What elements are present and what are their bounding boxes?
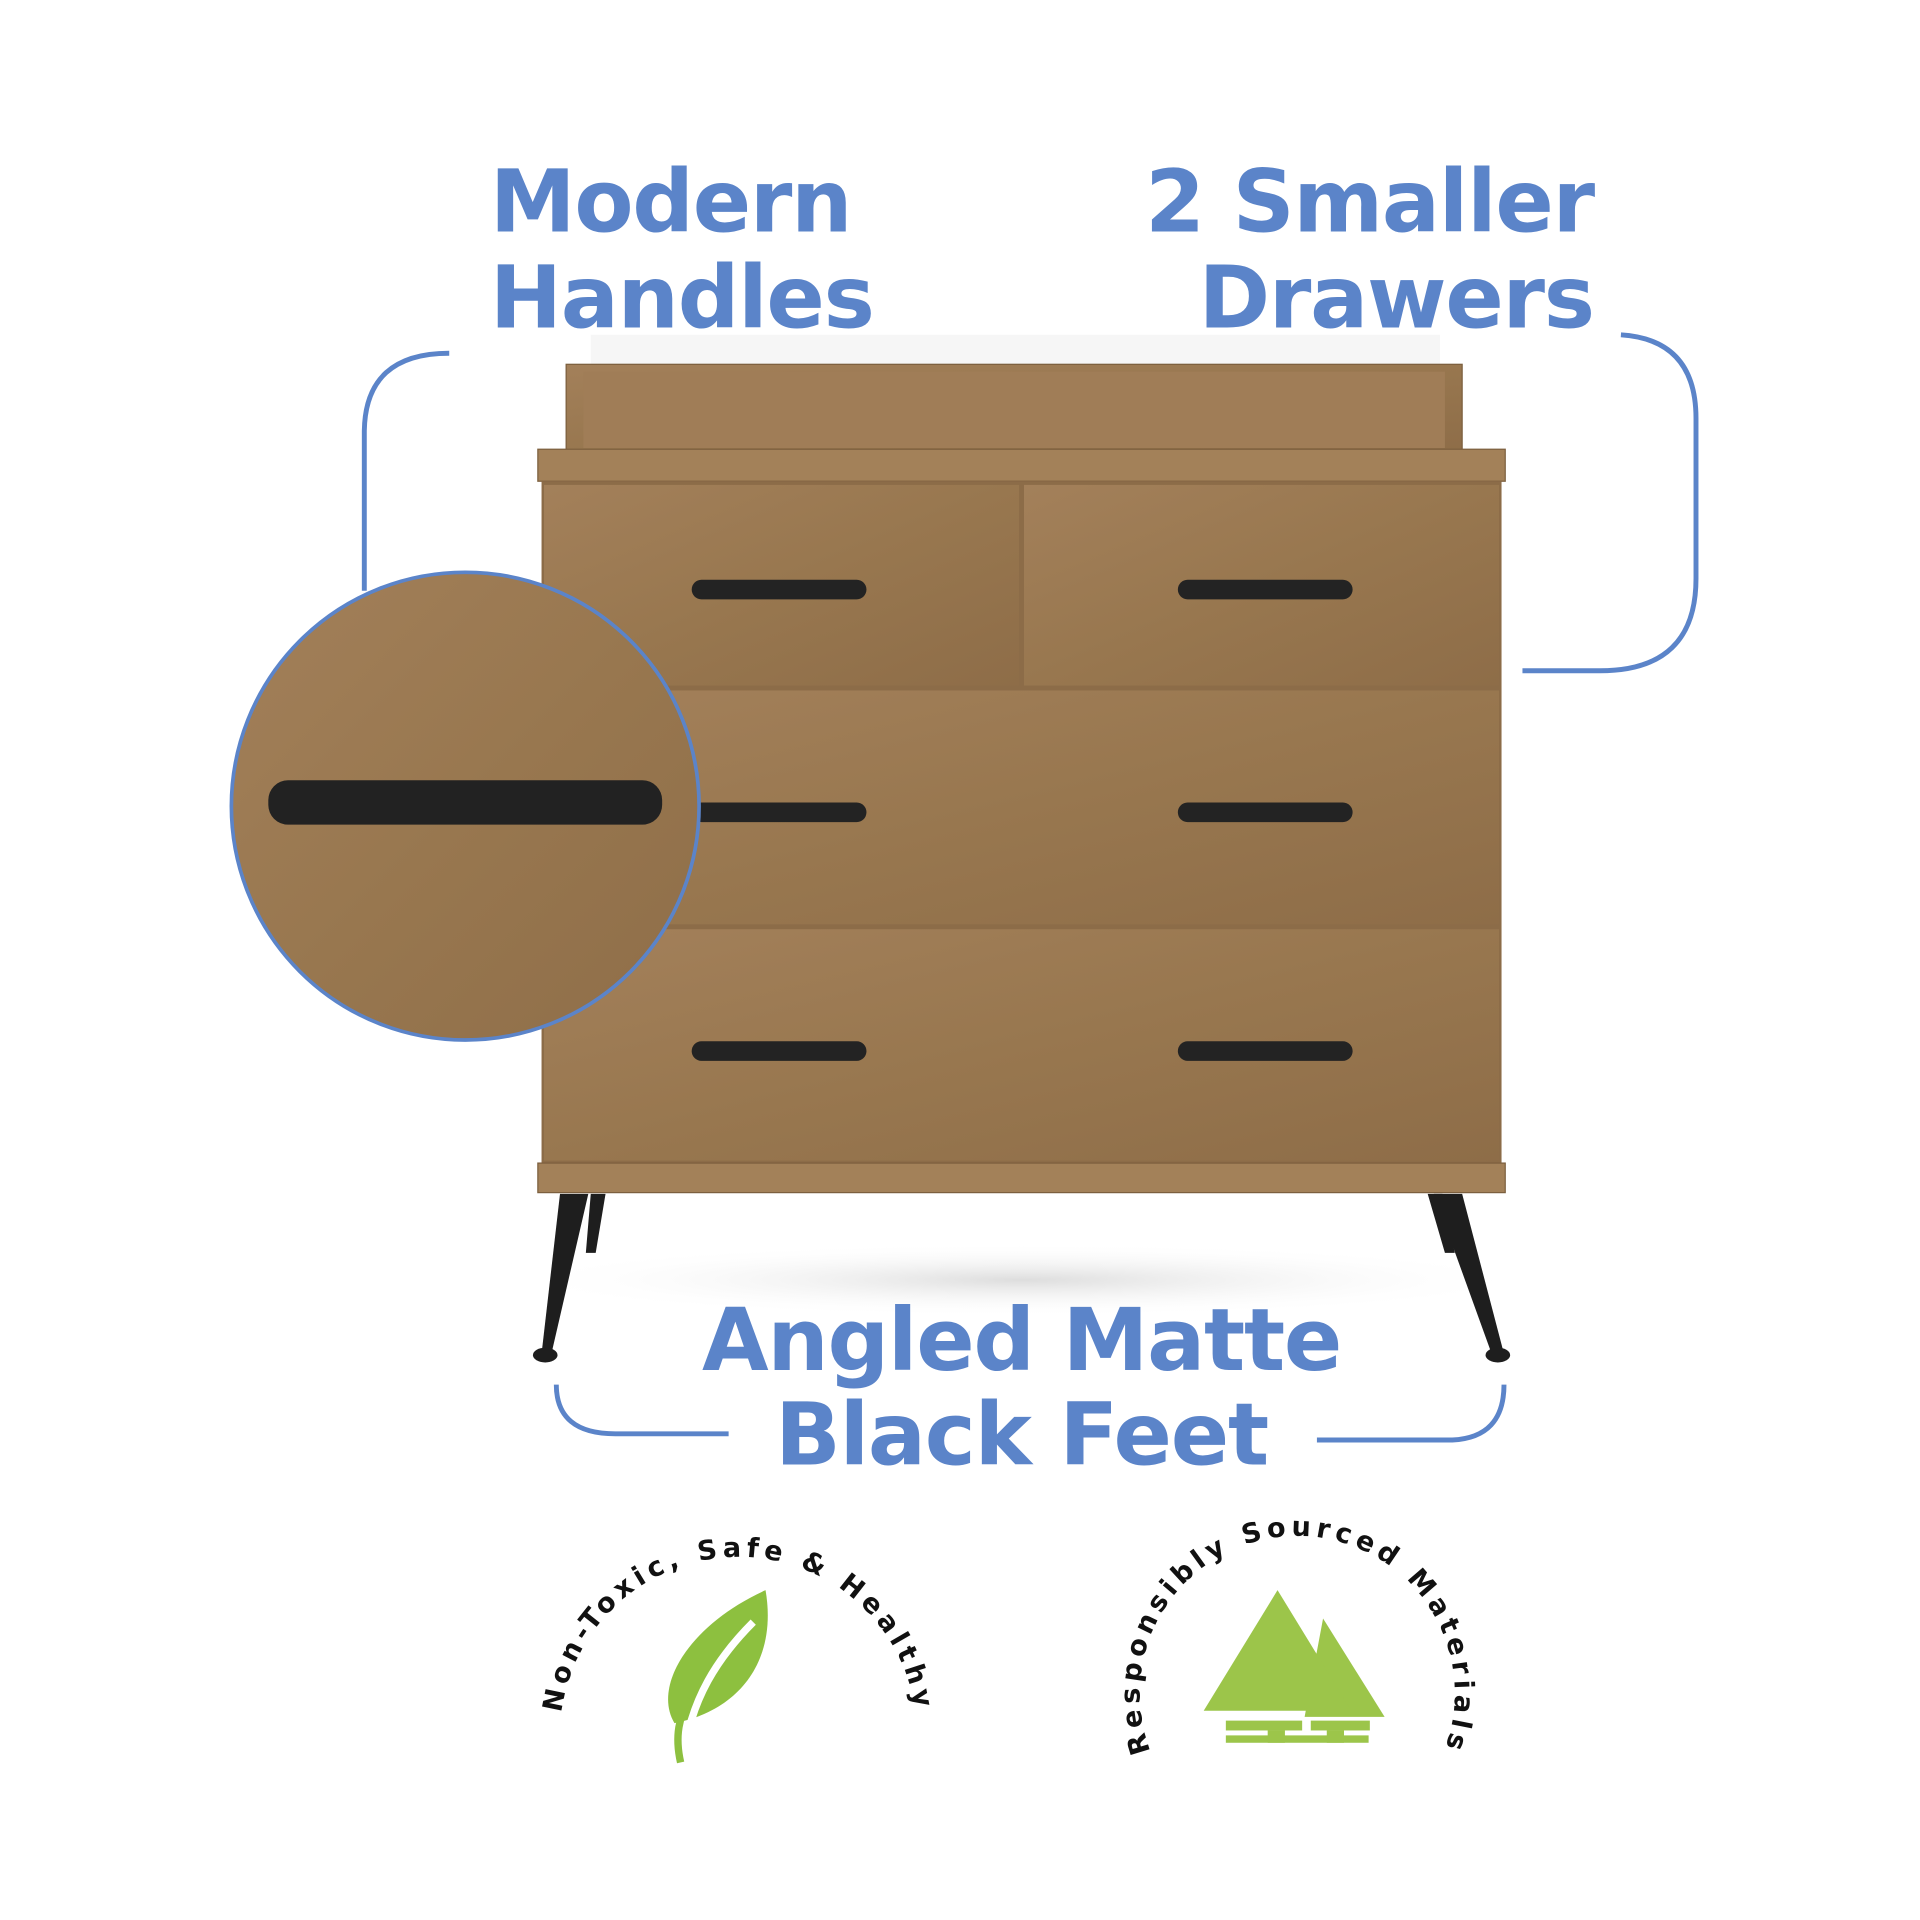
callout-drawers-line1: 2 Smaller	[1145, 152, 1595, 252]
dresser-image	[504, 334, 1539, 1363]
callout-smaller-drawers: 2 Smaller Drawers	[1145, 152, 1597, 348]
angled-feet	[532, 1193, 1511, 1363]
handle-closeup	[229, 570, 701, 1042]
badge-responsibly-sourced: Responsibly Sourced Materials	[1116, 1512, 1475, 1759]
callout-handles-line2: Handles	[490, 248, 874, 348]
callout-angled-feet: Angled Matte Black Feet	[702, 1291, 1342, 1486]
callout-drawers-line2: Drawers	[1199, 248, 1594, 348]
callout-feet-line2: Black Feet	[775, 1386, 1268, 1486]
badge-non-toxic: Non-Toxic, Safe & Healthy	[537, 1533, 935, 1764]
bracket-feet-left	[553, 1384, 729, 1437]
callout-feet-line1: Angled Matte	[702, 1291, 1341, 1391]
bracket-handles	[361, 350, 450, 591]
callout-handles-line1: Modern	[490, 152, 851, 252]
bracket-feet-right	[1316, 1384, 1507, 1443]
leaf-icon	[668, 1590, 768, 1764]
bracket-drawers	[1522, 332, 1699, 674]
trees-icon	[1203, 1590, 1385, 1743]
callout-modern-handles: Modern Handles	[490, 152, 875, 348]
